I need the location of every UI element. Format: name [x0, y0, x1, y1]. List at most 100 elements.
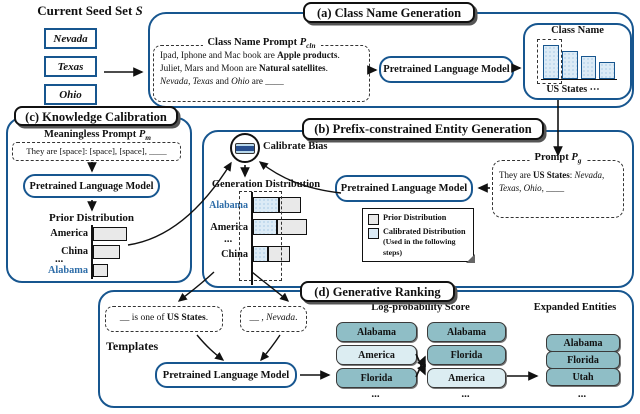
- prompt-line: Juliet, Mars and Moon are Natural satell…: [160, 62, 328, 73]
- expanded-entity: Florida: [546, 351, 620, 369]
- bias-bar-glyph: [235, 142, 255, 154]
- bar: [561, 51, 578, 79]
- plm-label: Pretrained Language Model: [29, 180, 154, 192]
- class-name-bar-chart: [541, 44, 617, 80]
- template-1-box: __ is one of US States.: [105, 306, 223, 332]
- entity-label: Florida: [360, 372, 393, 384]
- entity-label: Florida: [450, 349, 483, 361]
- expanded-entities-title: Expanded Entities: [533, 302, 617, 313]
- bar: [599, 62, 615, 79]
- seed-item-label: Nevada: [53, 32, 88, 45]
- section-d-title: (d) Generative Ranking: [300, 281, 455, 302]
- score-col1-item: America: [336, 345, 417, 365]
- class-name-output-box: [523, 23, 632, 100]
- template-1-text: __ is one of US States.: [119, 313, 209, 323]
- legend-label-line2: (Used in the following steps): [383, 237, 456, 257]
- prior-row-label: America: [50, 228, 88, 239]
- score-col2-item: Florida: [427, 345, 506, 365]
- class-name-output-title: Class Name: [551, 25, 604, 36]
- seed-set-title: Current Seed Set S: [37, 3, 143, 18]
- prior-bar: [93, 264, 108, 277]
- seed-item-label: Texas: [57, 60, 84, 73]
- prior-bar: [279, 197, 301, 213]
- ellipsis: ...: [224, 233, 233, 245]
- prompt-line: Nevada, Texas and Ohio are ____: [160, 75, 284, 86]
- calibrated-bar: [253, 197, 279, 213]
- expanded-entity: Utah: [546, 368, 620, 386]
- plm-box-c: Pretrained Language Model: [23, 174, 160, 198]
- ellipsis: ...: [55, 253, 64, 265]
- meaningless-prompt-title: Meaningless Prompt Pm: [43, 129, 152, 143]
- template-2-text: __ , Nevada.: [249, 313, 298, 323]
- ellipsis: ...: [577, 388, 587, 400]
- legend-label: Prior Distribution: [383, 213, 447, 222]
- entity-label: Alabama: [563, 337, 603, 349]
- prior-swatch: [368, 214, 379, 225]
- score-col2-item: Alabama: [427, 322, 506, 342]
- legend-item-calibrated: Calibrated Distribution (Used in the fol…: [368, 227, 469, 258]
- highlight-dashed-rect: [537, 39, 562, 84]
- seed-item-ohio: Ohio: [44, 84, 97, 105]
- entity-label: Alabama: [447, 326, 486, 338]
- bar: [580, 56, 597, 79]
- ellipsis: ...: [371, 388, 380, 400]
- class-name-result: US States ⋯: [523, 84, 623, 95]
- score-col1-item: Florida: [336, 368, 417, 388]
- calibrated-bar: [253, 246, 268, 262]
- legend-label: Calibrated Distribution (Used in the fol…: [383, 227, 469, 258]
- seed-item-texas: Texas: [44, 56, 97, 77]
- generation-distribution-title: Generation Distribution: [211, 179, 321, 190]
- legend-box: Prior Distribution Calibrated Distributi…: [362, 208, 475, 263]
- prior-bar: [277, 219, 307, 235]
- calibrated-bar: [253, 219, 277, 235]
- section-a-title: (a) Class Name Generation: [303, 2, 475, 23]
- prior-bar: [268, 246, 290, 262]
- legend-label-line1: Calibrated Distribution: [383, 227, 466, 236]
- entity-label: America: [358, 349, 395, 361]
- class-name-prompt-title: Class Name Prompt Pcln: [202, 37, 321, 51]
- seed-item-nevada: Nevada: [44, 28, 97, 49]
- legend-item-prior: Prior Distribution: [368, 213, 469, 225]
- ellipsis: ...: [461, 388, 470, 400]
- prior-bar: [93, 227, 127, 241]
- prior-row-label-alabama: Alabama: [47, 265, 88, 276]
- seed-item-label: Ohio: [59, 88, 82, 101]
- expanded-entity: Alabama: [546, 334, 620, 352]
- plm-label: Pretrained Language Model: [383, 64, 510, 75]
- log-probability-title: Log-probability Score: [371, 302, 470, 313]
- section-c-title: (c) Knowledge Calibration: [14, 106, 178, 126]
- meaningless-prompt-text: They are [space]: [space], [space], ____: [26, 146, 167, 156]
- entity-label: America: [448, 372, 485, 384]
- entity-label: Florida: [567, 354, 599, 366]
- result-label: US States: [546, 84, 588, 95]
- gen-dist-dashed-rect: [239, 191, 282, 281]
- prompt-g-box: Prompt Pg They are US States: Nevada, Te…: [492, 152, 624, 218]
- prompt-line: They are US States: Nevada,: [499, 170, 605, 180]
- calibrate-bias-label: Calibrate Bias: [263, 141, 328, 152]
- score-col1-item: Alabama: [336, 322, 417, 342]
- prompt-line: Ipad, Iphone and Mac book are Apple prod…: [160, 50, 340, 60]
- prior-row-label: China: [61, 246, 88, 257]
- bar: [543, 45, 559, 79]
- score-col2-item: America: [427, 368, 506, 388]
- prior-distribution-title: Prior Distribution: [48, 212, 135, 224]
- plm-box-d: Pretrained Language Model: [155, 362, 297, 388]
- calibrate-bias-icon: [230, 133, 260, 163]
- class-name-prompt-box: Class Name Prompt Pcln Ipad, Iphone and …: [153, 37, 370, 102]
- prompt-g-title: Prompt Pg: [529, 152, 587, 166]
- prior-bar: [93, 245, 120, 259]
- plm-box-a: Pretrained Language Model: [379, 56, 514, 83]
- meaningless-prompt-box: They are [space]: [space], [space], ____: [12, 142, 181, 161]
- template-2-box: __ , Nevada.: [240, 306, 307, 332]
- templates-label: Templates: [106, 339, 159, 353]
- entity-label: Alabama: [357, 326, 396, 338]
- ellipsis: ⋯: [589, 84, 600, 95]
- gen-row-label: China: [221, 249, 248, 260]
- calibrated-swatch: [368, 228, 379, 239]
- plm-label: Pretrained Language Model: [162, 369, 290, 381]
- plm-box-b: Pretrained Language Model: [335, 175, 473, 202]
- prompt-line: Texas, Ohio, ____: [499, 182, 565, 193]
- entity-label: Utah: [572, 371, 594, 383]
- plm-label: Pretrained Language Model: [340, 183, 468, 194]
